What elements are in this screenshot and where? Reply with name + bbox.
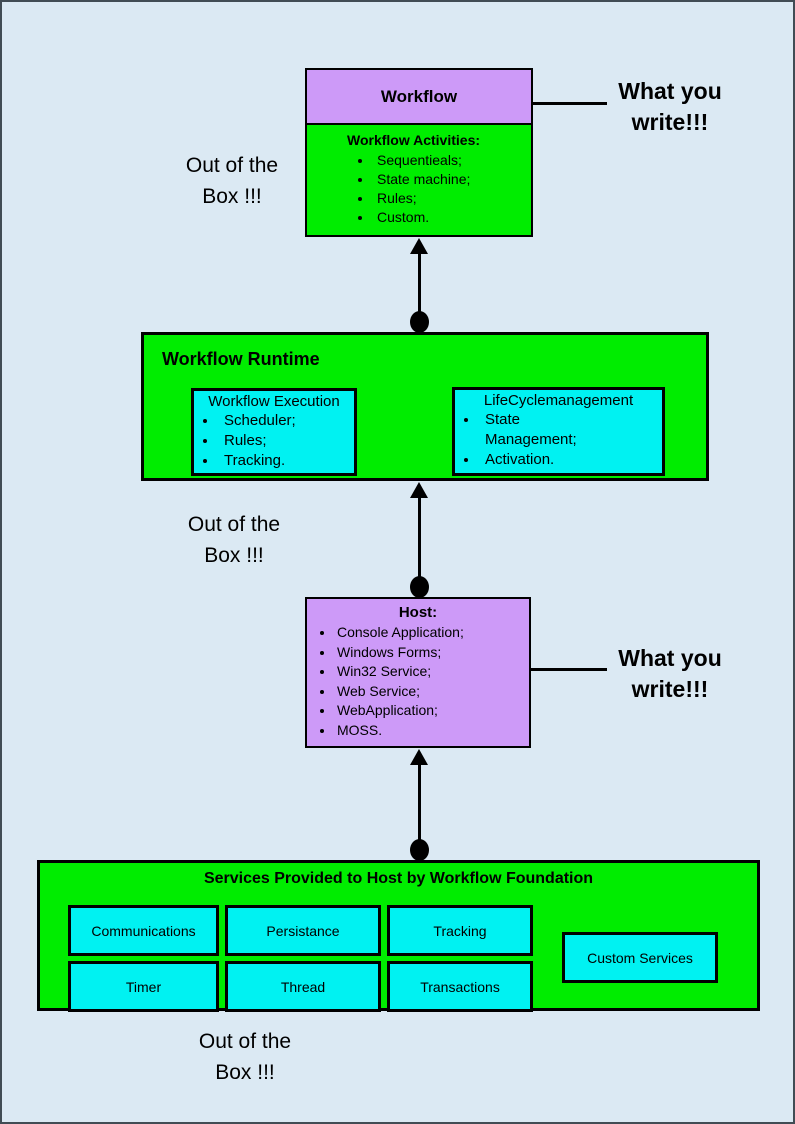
arrow-up-icon [410, 749, 428, 765]
service-thread: Thread [225, 961, 381, 1012]
list-item: State machine; [373, 170, 525, 189]
services-title: Services Provided to Host by Workflow Fo… [203, 870, 594, 887]
lifecycle-management-list: State Management;Activation. [455, 410, 607, 470]
service-persistance: Persistance [225, 905, 381, 956]
list-item: WebApplication; [335, 701, 529, 721]
service-communications: Communications [68, 905, 219, 956]
connector-ball-icon [410, 839, 429, 861]
workflow-box: Workflow Workflow Activities: Sequentiea… [305, 68, 533, 237]
workflow-runtime-box: Workflow Runtime Workflow Execution Sche… [141, 332, 709, 481]
workflow-execution-box: Workflow Execution Scheduler;Rules;Track… [191, 388, 357, 476]
workflow-activities-list: Sequentieals;State machine;Rules;Custom. [347, 151, 525, 227]
what-you-write-label-top: What you write!!! [618, 78, 722, 135]
list-item: Win32 Service; [335, 662, 529, 682]
service-custom-services: Custom Services [562, 932, 718, 983]
list-item: Activation. [479, 450, 607, 470]
lifecycle-management-box: LifeCyclemanagement State Management;Act… [452, 387, 665, 476]
callout-line [530, 668, 607, 671]
workflow-runtime-title: Workflow Runtime [162, 349, 320, 369]
callout-line [532, 102, 607, 105]
connector-line [418, 764, 421, 850]
workflow-activities-title: Workflow Activities: [347, 132, 481, 148]
list-item: Console Application; [335, 623, 529, 643]
service-timer: Timer [68, 961, 219, 1012]
workflow-execution-title: Workflow Execution [208, 393, 340, 410]
list-item: Custom. [373, 208, 525, 227]
list-item: Rules; [373, 189, 525, 208]
services-box: Services Provided to Host by Workflow Fo… [37, 860, 760, 1012]
host-list: Console Application;Windows Forms;Win32 … [307, 623, 529, 740]
host-box: Host: Console Application;Windows Forms;… [305, 597, 531, 748]
out-of-the-box-label-top: Out of the Box !!! [185, 154, 279, 208]
out-of-the-box-label-bottom: Out of the Box !!! [198, 1030, 292, 1084]
list-item: MOSS. [335, 721, 529, 741]
workflow-box-title: Workflow [307, 70, 531, 125]
workflow-activities-panel: Workflow Activities: Sequentieals;State … [307, 125, 531, 235]
connector-line [418, 496, 421, 578]
lifecycle-management-title: LifeCyclemanagement [483, 392, 634, 409]
workflow-execution-list: Scheduler;Rules;Tracking. [194, 411, 354, 471]
list-item: Sequentieals; [373, 151, 525, 170]
arrow-up-icon [410, 238, 428, 254]
connector-ball-icon [410, 311, 429, 333]
what-you-write-label-host: What you write!!! [618, 645, 722, 702]
host-title: Host: [398, 604, 438, 621]
service-transactions: Transactions [387, 961, 533, 1012]
connector-line [418, 252, 421, 322]
list-item: Tracking. [218, 451, 354, 471]
list-item: Web Service; [335, 682, 529, 702]
out-of-the-box-label-middle: Out of the Box !!! [187, 513, 281, 567]
list-item: Rules; [218, 431, 354, 451]
service-tracking: Tracking [387, 905, 533, 956]
connector-ball-icon [410, 576, 429, 598]
list-item: Windows Forms; [335, 643, 529, 663]
arrow-up-icon [410, 482, 428, 498]
list-item: Scheduler; [218, 411, 354, 431]
list-item: State Management; [479, 410, 607, 450]
